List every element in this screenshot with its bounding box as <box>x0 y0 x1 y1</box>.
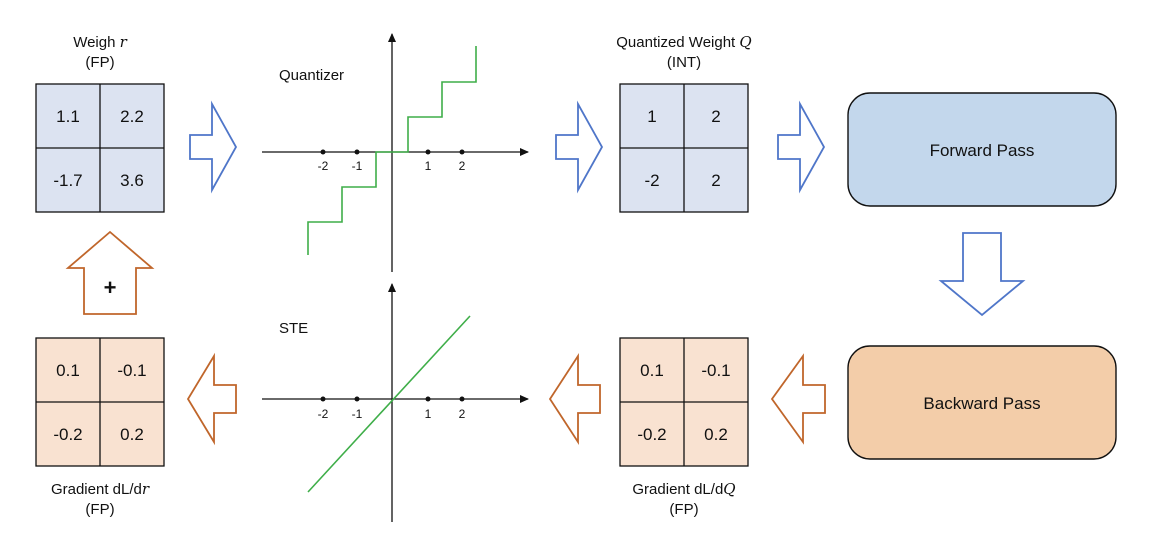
ste-tick-label: -1 <box>352 407 363 421</box>
quantized-cell: 2 <box>711 171 720 190</box>
forward-arrow-icon <box>777 100 826 194</box>
grad-r-cell: 0.2 <box>120 425 144 444</box>
quantizer-label: Quantizer <box>279 67 344 84</box>
quantized-matrix-subtitle: (INT) <box>667 54 701 71</box>
weight-cell: 3.6 <box>120 171 144 190</box>
quantizer-tick-label: -1 <box>352 159 363 173</box>
ste-tick-label: -2 <box>318 407 329 421</box>
forward-pass-label: Forward Pass <box>930 141 1035 160</box>
quantizer-tick-dot <box>425 149 431 155</box>
weight-matrix-subtitle: (FP) <box>85 54 114 71</box>
quantized-cell: -2 <box>644 171 659 190</box>
weight-matrix-group: Weigh r (FP) 1.1 2.2 -1.7 3.6 <box>35 33 165 213</box>
ste-identity-line <box>307 315 471 493</box>
ste-tick-label: 1 <box>425 407 432 421</box>
ste-tick-label: 2 <box>459 407 466 421</box>
weight-cell: 1.1 <box>56 107 80 126</box>
quantizer-tick-label: -2 <box>318 159 329 173</box>
quantizer-plot: Quantizer -2 -1 1 2 <box>262 33 529 272</box>
grad-r-cell: -0.2 <box>53 425 82 444</box>
grad-r-cell: 0.1 <box>56 361 80 380</box>
grad-q-matrix-subtitle: (FP) <box>669 501 698 518</box>
weight-cell: -1.7 <box>53 171 82 190</box>
grad-q-cell: -0.1 <box>701 361 730 380</box>
quantizer-tick-label: 1 <box>425 159 432 173</box>
backward-arrow-icon <box>186 352 237 446</box>
forward-arrow-icon <box>555 100 604 194</box>
weight-cell: 2.2 <box>120 107 144 126</box>
grad-q-cell: 0.1 <box>640 361 664 380</box>
grad-r-cell: -0.1 <box>117 361 146 380</box>
quantizer-step-curve <box>307 46 477 255</box>
backward-pass-label: Backward Pass <box>923 394 1040 413</box>
ste-label: STE <box>279 320 308 337</box>
quantized-matrix-group: Quantized Weight Q (INT) 1 2 -2 2 <box>616 33 752 213</box>
ste-tick-dot <box>354 396 360 402</box>
backward-arrow-icon <box>548 352 601 446</box>
grad-r-matrix-subtitle: (FP) <box>85 501 114 518</box>
weight-matrix-title: Weigh r <box>73 33 127 51</box>
grad-q-matrix-group: 0.1 -0.1 -0.2 0.2 Gradient dL/dQ (FP) <box>619 337 749 518</box>
ste-plot: STE -2 -1 1 2 <box>262 283 529 522</box>
quantized-matrix-title: Quantized Weight Q <box>616 33 751 51</box>
grad-q-cell: -0.2 <box>637 425 666 444</box>
ste-tick-dot <box>320 396 326 402</box>
backward-pass-box <box>847 345 1117 460</box>
ste-tick-dot <box>459 396 465 402</box>
forward-arrow-icon <box>189 100 238 194</box>
quantizer-tick-label: 2 <box>459 159 466 173</box>
backward-arrow-icon <box>770 353 826 445</box>
quantizer-tick-dot <box>459 149 465 155</box>
down-arrow-icon <box>938 232 1026 317</box>
quantizer-tick-dot <box>354 149 360 155</box>
grad-r-matrix-group: 0.1 -0.1 -0.2 0.2 Gradient dL/dr (FP) <box>35 337 165 518</box>
quantized-cell: 1 <box>647 107 656 126</box>
grad-q-cell: 0.2 <box>704 425 728 444</box>
quantizer-tick-dot <box>320 149 326 155</box>
update-arrow-icon <box>65 230 155 315</box>
grad-q-matrix-title: Gradient dL/dQ <box>632 480 735 498</box>
quantized-cell: 2 <box>711 107 720 126</box>
ste-tick-dot <box>425 396 431 402</box>
forward-pass-box <box>847 92 1117 207</box>
grad-r-matrix-title: Gradient dL/dr <box>51 480 150 498</box>
update-plus-symbol: + <box>104 275 117 300</box>
